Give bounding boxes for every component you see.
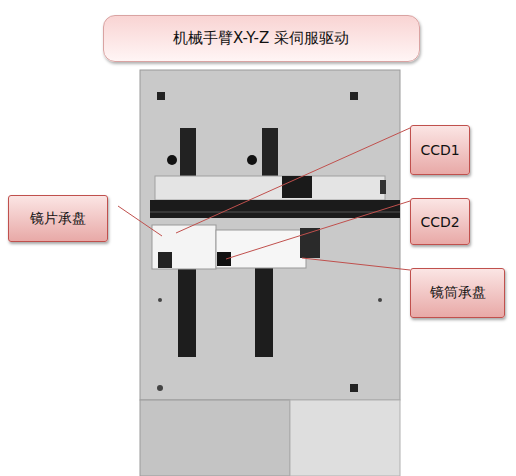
gantry-block [155,176,385,200]
lens-tray [152,225,216,269]
hole [350,384,358,392]
ccd2-camera [217,252,231,266]
leader-line [176,128,410,233]
callout-text: 镜筒承盘 [430,284,486,302]
gantry-end [380,180,386,194]
hole [378,298,382,302]
barrel-tray [216,230,306,268]
lower-rail [255,255,273,357]
gantry-motor [282,176,312,198]
hole [350,92,358,100]
lower-rail [178,255,196,357]
base-extension [140,400,290,476]
callout-box: CCD2 [410,198,470,245]
x-crossbar [150,200,400,218]
y-motor [180,128,196,178]
callout-text: CCD2 [420,214,459,230]
rail-line [150,212,400,213]
hole [157,385,163,391]
fitting [167,155,177,165]
callout-box: 镜筒承盘 [410,268,505,318]
title-banner: 机械手臂X-Y-Z 采伺服驱动 [103,15,420,62]
callout-text: CCD1 [420,142,459,158]
callout-box: 镜片承盘 [8,195,108,242]
hole [158,298,162,302]
fitting [247,155,257,165]
callout-box: CCD1 [410,125,470,175]
base-plate [140,70,400,400]
base-step [290,400,400,476]
y-motor [262,128,278,178]
tray-motor [158,252,172,268]
leader-line [226,201,410,259]
callout-text: 镜片承盘 [30,210,86,228]
leader-line [302,258,410,270]
leader-line [118,206,162,236]
hole [157,92,165,100]
